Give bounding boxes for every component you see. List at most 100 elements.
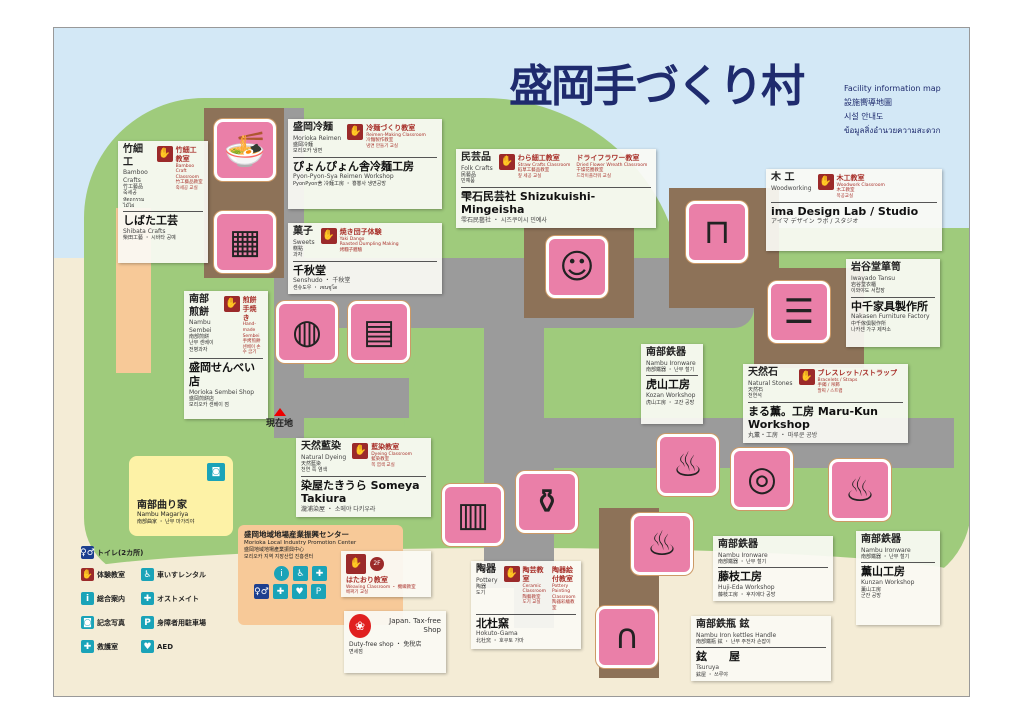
classroom-line: 手烤煎餅 [242,339,261,345]
legend-item: ♿車いすレンタル [141,568,206,581]
shop-line: Pyon-Pyon-Sya Reimen Workshop [293,173,394,181]
tax-free-line2: 면세점 [349,648,363,655]
pot-icon[interactable]: ⚱ [516,471,578,533]
shop-name: 薫山工房 [861,562,935,579]
classroom-line: Dyeing Classroom [371,451,412,457]
classroom-line: 센베이 손수 굽기 [242,344,261,356]
doll-icon[interactable]: ☺ [546,236,608,298]
legend-item: ✚救護室 [81,640,118,653]
legend-item: ✋体験教室 [81,568,125,581]
iron-kettle-icon[interactable]: ♨ [657,434,719,496]
ramen-bowl-icon[interactable]: 🍜 [214,119,276,181]
legend-label: AED [157,642,174,651]
classroom-title: 陶芸教室 [522,566,544,583]
category-line: 天然石 [748,387,764,393]
tax-free-logo-icon: ❀ [349,614,372,638]
dye-cloth-icon[interactable]: ▥ [442,484,504,546]
classroom-line: 죽세공 교실 [175,186,198,191]
category-line: 도기 [476,590,486,597]
tax-free-brand: Japan. Tax-free Shop [389,617,441,634]
handle-icon[interactable]: ∩ [596,606,658,668]
category-line: 南部鐵器 ・ 난부 철기 [646,367,695,373]
shop-name: 雫石民芸社 Shizukuishi-Mingeisha [461,186,651,218]
subtitle-th: ข้อมูลสิ่งอำนวยความสะดวก [844,126,941,135]
classroom-title: 焼き団子体験 [339,228,382,236]
shop-line: Morioka Sembei Shop [189,388,255,396]
classroom-title: わら細工教室 [517,154,560,162]
hand-icon: ✋ [81,568,94,581]
classroom-line: 冷麵製作教室 [366,138,394,144]
classroom-line: 짚 세공 교실 [517,174,542,179]
shop-line: 모리오카 센베이 점 [189,402,229,409]
classroom-line: Hand-made Sembei [242,322,260,339]
dango-icon[interactable]: ▤ [348,301,410,363]
hand-icon: ✋ [352,443,369,459]
classroom-line: Straw Crafts Classroom [517,162,571,168]
classroom-line: Dried Flower Wreath Classroom [576,162,648,168]
road [289,378,409,418]
classroom-line: 陶藝教室 [522,594,541,600]
facility-map: 盛岡手づくり村 Facility information map 設施嚮導地圖 … [53,27,970,697]
cabinet-icon[interactable]: ☰ [768,281,830,343]
shop-name: 鉉 屋 [696,647,826,664]
bracelet-icon[interactable]: ◎ [731,448,793,510]
category-name: 南部鉄器 [646,347,686,358]
legend-item: ✚オストメイト [141,592,199,605]
basket-icon[interactable]: ▦ [214,211,276,273]
center-name: 盛岡地域地場産業振興センター [244,530,349,539]
tax-free-card: ❀ Japan. Tax-free Shop Duty-free shop ・ 免… [344,611,446,673]
shop-name: ima Design Lab / Studio [771,201,937,219]
shop-line: 薫山工房 [861,586,882,593]
classroom-line: Bracelets / Straps [817,377,858,383]
toilet-icon: ♀♂ [254,584,269,599]
shop-name: まる薫。工房 Maru-Kun Workshop [748,401,903,433]
magariya-en: Nambu Magariya [137,511,189,518]
kettle-icon[interactable]: ♨ [631,513,693,575]
kettle-icon[interactable]: ♨ [829,459,891,521]
table-icon[interactable]: ⊓ [686,201,748,263]
shop-name: 千秋堂 [293,260,437,278]
promotion-center[interactable]: 盛岡地域地場産業振興センター Morioka Local Industry Pr… [238,525,403,625]
senbei-icon[interactable]: ◍ [276,301,338,363]
category-line: 이와야도 서랍장 [851,288,885,295]
shop-line: 中千傢俱製作所 [851,320,887,327]
category-name: 南部煎餅 [189,294,209,318]
classroom-line: 냉면 만들기 교실 [366,144,399,149]
classroom-line: Ceramic Classroom [522,583,546,595]
shop-line: 丸薫・工房 ・ 마루쿤 공방 [748,432,818,439]
legend-item: ♀♂トイレ(2カ所) [80,546,143,559]
category-line: 民藝品 [461,172,477,178]
classroom-line: 稻草工藝品教室 [517,168,550,174]
tax-free-line1: Duty-free shop ・ 免稅店 [349,641,422,648]
aed-icon: ♥ [292,584,307,599]
shop-line: 藤枝工房 ・ 후지에다 공방 [718,591,776,598]
shop-line: Kunzan Workshop [861,579,915,586]
shop-name: 北杜窯 [476,613,576,631]
category-line: 陶器 [476,584,487,590]
shop-line: 北杜窯 ・ 호쿠토 가마 [476,637,524,644]
weaving-ko: 베짜기 교실 [346,590,369,596]
classroom-line: 手鐲 / 吊飾 [817,383,840,389]
camera-icon: ◙ [81,616,94,629]
info-icon: i [274,566,289,581]
